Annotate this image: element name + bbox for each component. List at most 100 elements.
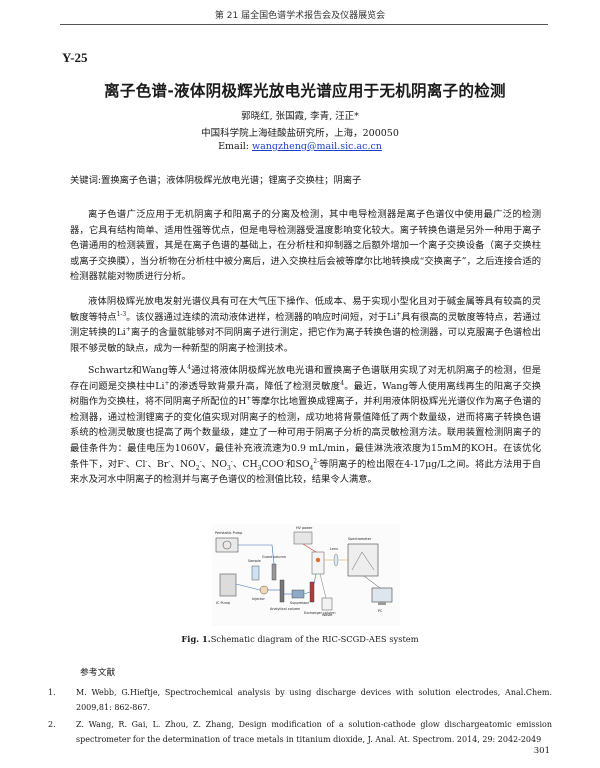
affiliation: 中国科学院上海硅酸盐研究所，上海，200050 (201, 128, 399, 139)
pc-stand-icon (378, 602, 386, 605)
spectrometer-label: Spectrometer (348, 537, 372, 541)
p3-text: 、NO (170, 458, 196, 470)
reference-number: 1. (48, 688, 56, 697)
analytical-column-label: Analytical column (270, 607, 300, 611)
p3-superscript: - (145, 457, 148, 465)
email-line: Email: wangzheng@mail.sic.ac.cn (0, 141, 600, 152)
reference-text: Z. Wang, R. Gai, L. Zhou, Z. Zhang, Desi… (76, 720, 552, 744)
tubing-line (303, 591, 311, 595)
schematic-figure: Peristaltic Pump IC Pump Sample Guard co… (212, 524, 400, 626)
paragraph-2: 液体阴极辉光放电发射光谱仪具有可在大气压下操作、低成本、易于实现小型化且对于碱金… (70, 294, 541, 356)
caption-text: Schematic diagram of the RIC-SCGD-AES sy… (210, 634, 419, 644)
suppressor-label: Suppressor (290, 601, 310, 605)
p3-superscript: - (283, 457, 286, 465)
p2-superscript: + (396, 310, 402, 318)
reference-item: 1. M. Webb, G.Hieftje, Spectrochemical a… (48, 685, 552, 715)
p3-text: 等摩尔比地置换成锂离子，并利用液体阴极辉光光谱仪作为离子色谱的检测器，通过检测锂… (70, 396, 541, 470)
p3-subscript: 2 (195, 464, 200, 472)
lens-icon (333, 553, 339, 567)
p3-subscript: 3 (226, 464, 231, 472)
injector-icon (259, 585, 269, 595)
lens-label: Lens (330, 547, 338, 551)
tubing-line (313, 573, 317, 585)
pump-label: Peristaltic Pump (215, 531, 242, 535)
p3-text: 、Br (147, 458, 169, 470)
sample-label: Sample (248, 559, 261, 563)
running-header: 第 21 届全国色谱学术报告会及仪器展览会 (214, 11, 386, 21)
peristaltic-pump-icon (215, 537, 239, 553)
pc-icon (371, 587, 393, 603)
p3-superscript: - (199, 457, 202, 465)
paper-id: Y-25 (62, 50, 88, 65)
data-cable-line (363, 575, 381, 589)
p2-text-d: 离子的含量就能够对不同阴离子进行测定，把它作为离子转换色谱的检测器，可以克服离子… (70, 327, 541, 354)
pc-label: PC (378, 609, 383, 613)
page-number: 301 (533, 746, 550, 756)
p3-superscript: 2- (313, 457, 320, 465)
ic-pump-icon (219, 573, 237, 597)
caption-label: Fig. 1. (181, 634, 211, 644)
pump-rotor-icon (222, 540, 232, 550)
drain-line (319, 573, 327, 599)
discharge-cell-icon (311, 551, 325, 575)
p3-superscript: + (164, 379, 170, 387)
exchanger-column-label: Exchanger column (304, 611, 336, 615)
p2-text-a: 液体阴极辉光放电发射光谱仪具有可在大气压下操作、低成本、易于实现小型化且对于碱金… (70, 296, 541, 323)
email-label: Email: (218, 141, 252, 152)
authors: 郭晓红, 张国霞, 李青, 汪正* (241, 111, 359, 122)
hv-power-icon (293, 531, 313, 545)
paragraph-1: 离子色谱广泛应用于无机阴离子和阳离子的分离及检测，其中电导检测器是离子色谱仪中使… (70, 207, 541, 285)
references-heading: 参考文献 (80, 668, 116, 678)
p2-text-b: 。该仪器通过连续的流动液体进样，检测器的响应时间短，对于Li (126, 311, 397, 323)
analytical-column-icon (279, 579, 285, 603)
p3-text: 和SO (285, 458, 310, 470)
p2-text-c: 具有很高的灵敏度等特点，若通过测定转换的Li (70, 311, 541, 339)
header-rule (60, 24, 548, 25)
reference-number: 2. (48, 720, 56, 729)
tubing-line (235, 583, 261, 591)
p3-text: COO (261, 458, 284, 470)
paper-title: 离子色谱-液体阴极辉光放电光谱应用于无机阴离子的检测 (104, 82, 506, 100)
p3-text: 通过将液体阴极辉光放电光谱和置换离子色谱联用实现了对无机阴离子的检测，但是存在问… (70, 365, 541, 392)
paragraph-1-text: 离子色谱广泛应用于无机阴离子和阳离子的分离及检测，其中电导检测器是离子色谱仪中使… (70, 209, 541, 283)
p3-text: 、Cl (125, 458, 146, 470)
sample-vial-icon (251, 565, 260, 581)
p3-superscript: - (123, 457, 126, 465)
p3-superscript: + (246, 395, 252, 403)
electrical-line (302, 543, 317, 553)
p3-subscript: 3 (257, 464, 262, 472)
reference-text: M. Webb, G.Hieftje, Spectrochemical anal… (76, 688, 552, 712)
waste-label: Waste (322, 613, 332, 617)
p3-text: 、NO (201, 458, 227, 470)
suppressor-icon (291, 589, 305, 599)
reference-item: 2. Z. Wang, R. Gai, L. Zhou, Z. Zhang, D… (48, 717, 552, 747)
grating-path-icon (351, 551, 375, 571)
paragraph-3: Schwartz和Wang等人4通过将液体阴极辉光放电光谱和置换离子色谱联用实现… (70, 363, 541, 488)
p3-citation: 4 (340, 379, 345, 387)
email-link[interactable]: wangzheng@mail.sic.ac.cn (252, 141, 382, 152)
p3-citation: 4 (187, 363, 191, 371)
guard-column-label: Guard column (262, 555, 286, 559)
p3-subscript: 4 (309, 464, 314, 472)
keywords: 关键词:置换离子色谱；液体阴极辉光放电光谱；锂离子交换柱；阴离子 (70, 175, 362, 186)
spectrometer-icon (347, 543, 379, 577)
guard-column-icon (271, 563, 277, 581)
ic-pump-label: IC Pump (216, 601, 230, 605)
p3-superscript: - (230, 457, 233, 465)
p3-text: Schwartz和Wang等人 (88, 365, 188, 376)
p3-text: 等阴离子的检出限在4-17μg/L之间。将此方法用于自来水及河水中阴离子的检测并… (70, 458, 541, 486)
exchanger-column-icon (309, 581, 315, 603)
p3-superscript: - (168, 457, 171, 465)
p3-text: 、CH (232, 458, 258, 470)
injector-label: Injector (252, 597, 265, 601)
figure-caption: Fig. 1.Schematic diagram of the RIC-SCGD… (0, 634, 600, 644)
tubing-line (238, 544, 275, 565)
p2-superscript: + (125, 326, 131, 334)
p3-text: 。最近，Wang等人使用离线再生的阳离子交换树脂作为交换柱，将不同阴离子所配位的… (70, 380, 541, 408)
plasma-glow-icon (315, 557, 321, 563)
waste-container-icon (321, 597, 333, 611)
p2-citation: 1-3 (116, 310, 127, 318)
p3-text: 的渗透导致背景升高，降低了检测灵敏度 (169, 380, 341, 392)
hv-power-label: HV power (296, 526, 313, 530)
